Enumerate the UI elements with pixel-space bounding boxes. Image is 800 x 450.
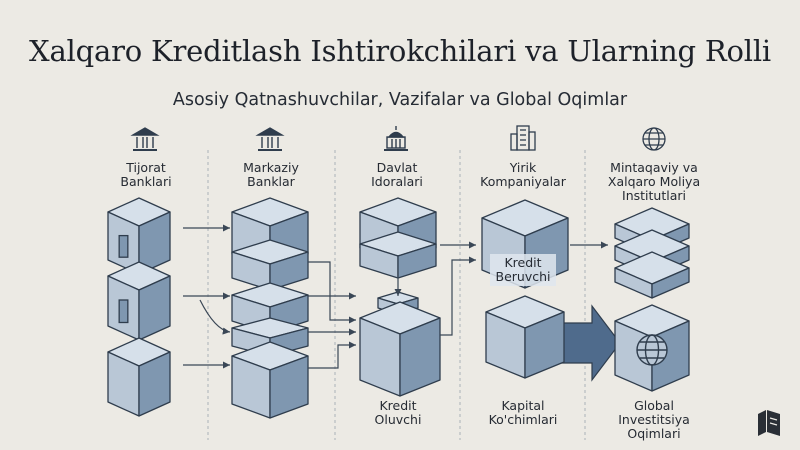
flow-connectors [183, 224, 608, 369]
global-label: Global Investitsiya Oqimlari [618, 398, 690, 441]
borrower-label-line2: Oluvchi [375, 412, 422, 427]
column-2-line2: Banklar [247, 174, 296, 189]
global-label-line3: Oqimlari [627, 426, 680, 441]
column-header-4: Yirik Kompaniyalar [480, 160, 567, 189]
page-title: Xalqaro Kreditlash Ishtirokchilari va Ul… [29, 34, 771, 68]
borrower-label-line1: Kredit [379, 398, 416, 413]
column-1-line2: Banklari [120, 174, 171, 189]
davlat-cube-2 [359, 231, 437, 279]
lender-label-line1: Kredit [504, 255, 541, 270]
cubes-layer [107, 197, 690, 419]
markaziy-cube-5 [231, 341, 309, 419]
column-5-line2: Xalqaro Moliya [608, 174, 700, 189]
connector-tijorat-markaziy-3 [199, 299, 231, 335]
connector-davlat-kompaniya-2 [440, 256, 476, 336]
central-bank-icon [255, 127, 285, 151]
kompaniya-cube-2 [485, 295, 565, 379]
capital-label-line1: Kapital [501, 398, 544, 413]
column-5-line3: Institutlari [622, 188, 686, 203]
capital-label: Kapital Ko'chimlari [489, 398, 558, 427]
global-label-line1: Global [634, 398, 674, 413]
markaziy-cube-4 [231, 317, 309, 357]
column-4-line2: Kompaniyalar [480, 174, 567, 189]
column-1-line1: Tijorat [125, 160, 166, 175]
tijorat-cube-1 [107, 197, 171, 275]
lender-label-line2: Beruvchi [496, 269, 551, 284]
column-header-5: Mintaqaviy va Xalqaro Moliya Institutlar… [608, 160, 700, 203]
book-logo-icon [758, 410, 780, 436]
column-3-line2: Idoralari [371, 174, 423, 189]
column-header-3: Davlat Idoralari [371, 160, 423, 189]
tijorat-cube-3 [107, 337, 171, 417]
lender-label: Kredit Beruvchi [490, 254, 556, 286]
column-3-line1: Davlat [377, 160, 418, 175]
capitol-icon [384, 126, 408, 151]
global-label-line2: Investitsiya [618, 412, 690, 427]
lender-label-bg [490, 254, 556, 286]
connector-markaziy-davlat-4 [308, 341, 356, 369]
column-2-line1: Markaziy [243, 160, 299, 175]
bank-icon [130, 127, 160, 151]
connector-markaziy-davlat-1 [308, 261, 356, 324]
column-5-line1: Mintaqaviy va [610, 160, 698, 175]
column-header-2: Markaziy Banklar [243, 160, 299, 189]
globe-in-cube-icon [636, 334, 668, 366]
column-4-line1: Yirik [509, 160, 537, 175]
davlat-cube-4 [359, 301, 441, 397]
column-header-1: Tijorat Banklari [120, 160, 171, 189]
capital-label-line2: Ko'chimlari [489, 412, 558, 427]
globe-icon [642, 127, 666, 151]
borrower-label: Kredit Oluvchi [375, 398, 422, 427]
column-dividers [207, 150, 586, 440]
tijorat-cube-2 [107, 261, 171, 341]
office-building-icon [510, 125, 536, 151]
institut-cube-3 [614, 251, 690, 299]
page-subtitle: Asosiy Qatnashuvchilar, Vazifalar va Glo… [172, 90, 628, 110]
